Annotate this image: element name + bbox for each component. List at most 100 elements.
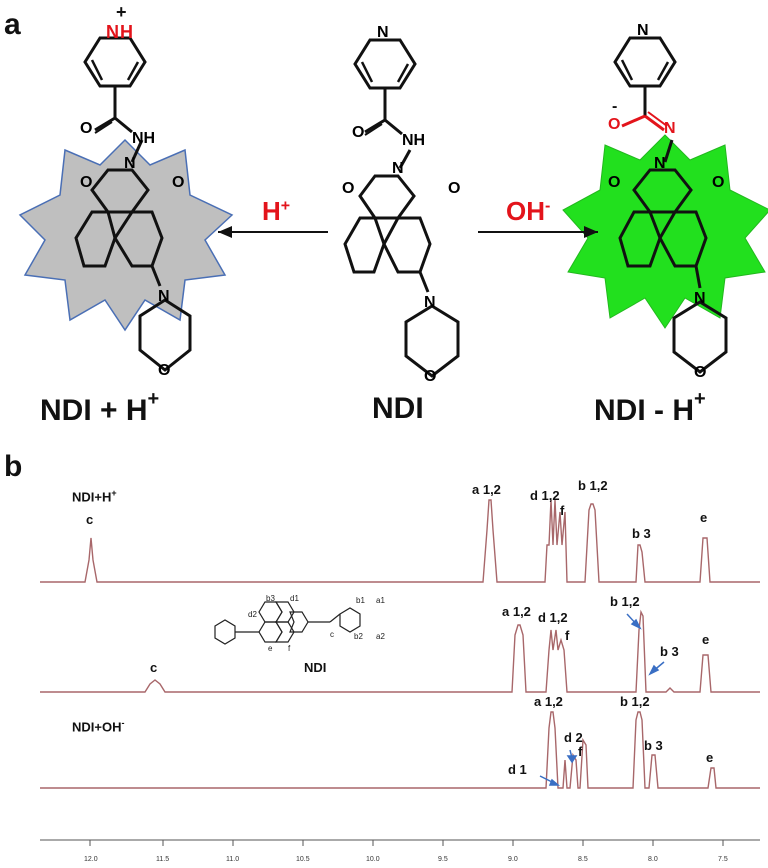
t1-peak-a12: a 1,2 <box>472 482 501 497</box>
center-pyridine-ring <box>353 38 417 90</box>
right-morpholine-ring <box>672 300 728 374</box>
right-arrowhead <box>584 226 598 238</box>
trace-1-line <box>40 499 760 583</box>
left-amide-NH: NH <box>132 130 156 147</box>
right-naphthalene-left-ring <box>618 210 662 268</box>
left-carbonyl-O-3: O <box>172 174 185 191</box>
left-imide-N: N <box>124 155 136 172</box>
t1-peak-b12: b 1,2 <box>578 478 608 493</box>
left-molecule <box>18 36 234 372</box>
base-arrow-label: OH- <box>506 196 551 226</box>
right-star-background <box>562 134 768 329</box>
t1-peak-d12: d 1,2 <box>530 488 560 503</box>
left-morpholine-ring <box>138 298 192 372</box>
right-carbonyl-O-2: O <box>712 174 725 191</box>
left-carbonyl-O-1: O <box>80 120 93 137</box>
center-morpholine-N: N <box>424 294 436 311</box>
center-naphthalene-right-ring <box>382 216 432 274</box>
center-carbonyl-O-3: O <box>448 180 461 197</box>
t2-peak-a12: a 1,2 <box>502 604 531 619</box>
left-proton-sign: + <box>116 2 127 22</box>
left-naphthalene-left-ring <box>74 210 117 268</box>
trace-2-line <box>40 609 760 693</box>
inset-label-f: f <box>288 644 291 653</box>
left-pyridine-ring <box>83 36 147 88</box>
t2-peak-d12: d 1,2 <box>538 610 568 625</box>
tick-label-11-5: 11.5 <box>156 856 170 863</box>
t1-peak-f: f <box>560 503 565 518</box>
t2-peak-f: f <box>565 628 570 643</box>
center-pyridine-N: N <box>377 24 389 41</box>
inset-label-a2: a2 <box>376 632 385 641</box>
center-morpholine-ring <box>404 304 460 378</box>
t1-peak-b3: b 3 <box>632 526 651 541</box>
center-naphthalene-left-ring <box>343 216 386 274</box>
inset-label-b3: b3 <box>266 594 275 603</box>
tick-label-7-5: 7.5 <box>718 856 728 863</box>
right-imide-N: N <box>654 155 666 172</box>
inset-label-d2: d2 <box>248 610 257 619</box>
tick-label-11-0: 11.0 <box>226 856 240 863</box>
t2-peak-b12: b 1,2 <box>610 594 640 609</box>
left-carbonyl-O-2: O <box>80 174 93 191</box>
t3-peak-d1: d 1 <box>508 762 527 777</box>
inset-ndi-structure <box>214 601 361 645</box>
left-morpholine-N: N <box>158 288 170 305</box>
trace-1-label: NDI+H+ <box>72 488 117 505</box>
inset-label-d1: d1 <box>290 594 299 603</box>
left-pyridinium-N: N <box>106 22 119 42</box>
tick-label-8-5: 8.5 <box>578 856 588 863</box>
inset-label-c: c <box>330 630 334 639</box>
t3-peak-b3: b 3 <box>644 738 663 753</box>
t2-peak-b3: b 3 <box>660 644 679 659</box>
center-carbonyl-O-2: O <box>342 180 355 197</box>
tick-label-9-0: 9.0 <box>508 856 518 863</box>
right-compound-label: NDI - H+ <box>594 388 706 427</box>
right-molecule <box>562 36 768 374</box>
trace-3-line <box>40 711 760 789</box>
center-carbonyl-O-1: O <box>352 124 365 141</box>
acid-arrow-label: H+ <box>262 196 291 226</box>
t2-peak-e: e <box>702 632 710 647</box>
tick-label-10-0: 10.0 <box>366 856 380 863</box>
right-imine-N: N <box>664 120 676 137</box>
tick-label-12-0: 12.0 <box>84 856 98 863</box>
inset-label-a1: a1 <box>376 596 385 605</box>
left-star-background <box>18 138 234 332</box>
right-morpholine-N: N <box>694 290 706 307</box>
center-imide-N: N <box>392 160 404 177</box>
left-morpholine-O: O <box>158 362 171 379</box>
center-amide-NH: NH <box>402 132 426 149</box>
t1-peak-c: c <box>86 512 94 527</box>
t3-peak-b12: b 1,2 <box>620 694 650 709</box>
nmr-spectra <box>40 499 760 789</box>
left-arrowhead <box>218 226 232 238</box>
right-enolate-O: O <box>608 116 621 133</box>
right-pyridine-ring <box>613 36 677 88</box>
t3-peak-a12: a 1,2 <box>534 694 563 709</box>
t3-peak-d2: d 2 <box>564 730 583 745</box>
tick-label-10-5: 10.5 <box>296 856 310 863</box>
inset-label-e: e <box>268 644 273 653</box>
t3-peak-e: e <box>706 750 714 765</box>
center-compound-label: NDI <box>372 392 424 425</box>
t1-peak-e: e <box>700 510 708 525</box>
right-carbonyl-O-1: O <box>608 174 621 191</box>
right-pyridine-N: N <box>637 22 649 39</box>
indicator-arrows <box>539 613 665 786</box>
center-imide-ring <box>358 174 416 220</box>
right-morpholine-O: O <box>694 364 707 381</box>
inset-name: NDI <box>304 660 327 675</box>
trace-3-label: NDI+OH- <box>72 718 125 735</box>
center-morpholine-O: O <box>424 368 437 385</box>
t3-peak-f: f <box>578 744 583 759</box>
right-minus-sign: - <box>612 98 618 115</box>
ppm-axis-ticks <box>89 840 724 846</box>
tick-label-8-0: 8.0 <box>648 856 658 863</box>
inset-label-b1: b1 <box>356 596 365 605</box>
t2-peak-c: c <box>150 660 158 675</box>
tick-label-9-5: 9.5 <box>438 856 448 863</box>
center-molecule <box>343 38 460 378</box>
left-compound-label: NDI + H+ <box>40 388 160 427</box>
